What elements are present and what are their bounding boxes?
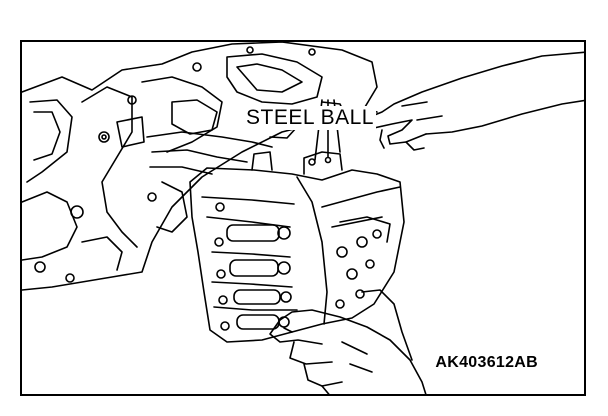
figure-frame: STEEL BALL AK403612AB	[20, 40, 586, 396]
valve-body-illustration	[189, 151, 405, 343]
figure-id-label: AK403612AB	[435, 354, 538, 371]
holding-hand-illustration	[269, 289, 427, 394]
steel-ball-callout-label: STEEL BALL	[244, 106, 376, 130]
pointing-hand-illustration	[361, 51, 584, 151]
service-illustration	[22, 42, 584, 394]
